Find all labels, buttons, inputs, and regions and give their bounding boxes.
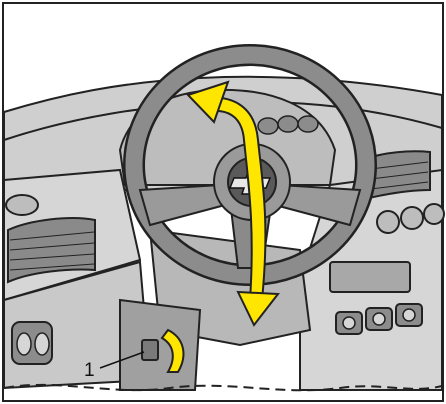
climate-knob <box>423 203 445 225</box>
console-switch <box>372 312 386 326</box>
left-air-vent <box>7 217 96 284</box>
radio-slot <box>329 261 411 293</box>
gauge-pod <box>257 117 279 135</box>
climate-knob <box>400 206 424 230</box>
climate-knobs <box>376 203 445 234</box>
callout-leader <box>99 351 145 369</box>
console-switch <box>342 316 356 330</box>
steering-wheel-rim-inner <box>125 46 375 284</box>
lever-motion-arrow-icon <box>160 328 185 373</box>
climate-knob <box>376 210 400 234</box>
gauge-pods <box>257 115 319 135</box>
arrow-head-up <box>186 80 230 124</box>
steering-column-lower <box>119 298 202 391</box>
right-air-vent <box>359 150 431 202</box>
gauge-pod <box>297 115 319 133</box>
steering-column-lever <box>141 339 159 361</box>
console-switches <box>335 303 423 335</box>
gauge-pod <box>277 115 299 133</box>
cut-line <box>3 383 443 392</box>
left-dash-knob <box>5 194 39 216</box>
switch-knob <box>16 332 32 356</box>
adjustment-arrow-icon <box>186 80 280 327</box>
arrow-head-down <box>236 290 280 327</box>
lower-left-switches <box>11 321 53 365</box>
switch-knob <box>34 332 50 356</box>
callout-label-1: 1 <box>84 360 95 381</box>
console-switch <box>402 308 416 322</box>
